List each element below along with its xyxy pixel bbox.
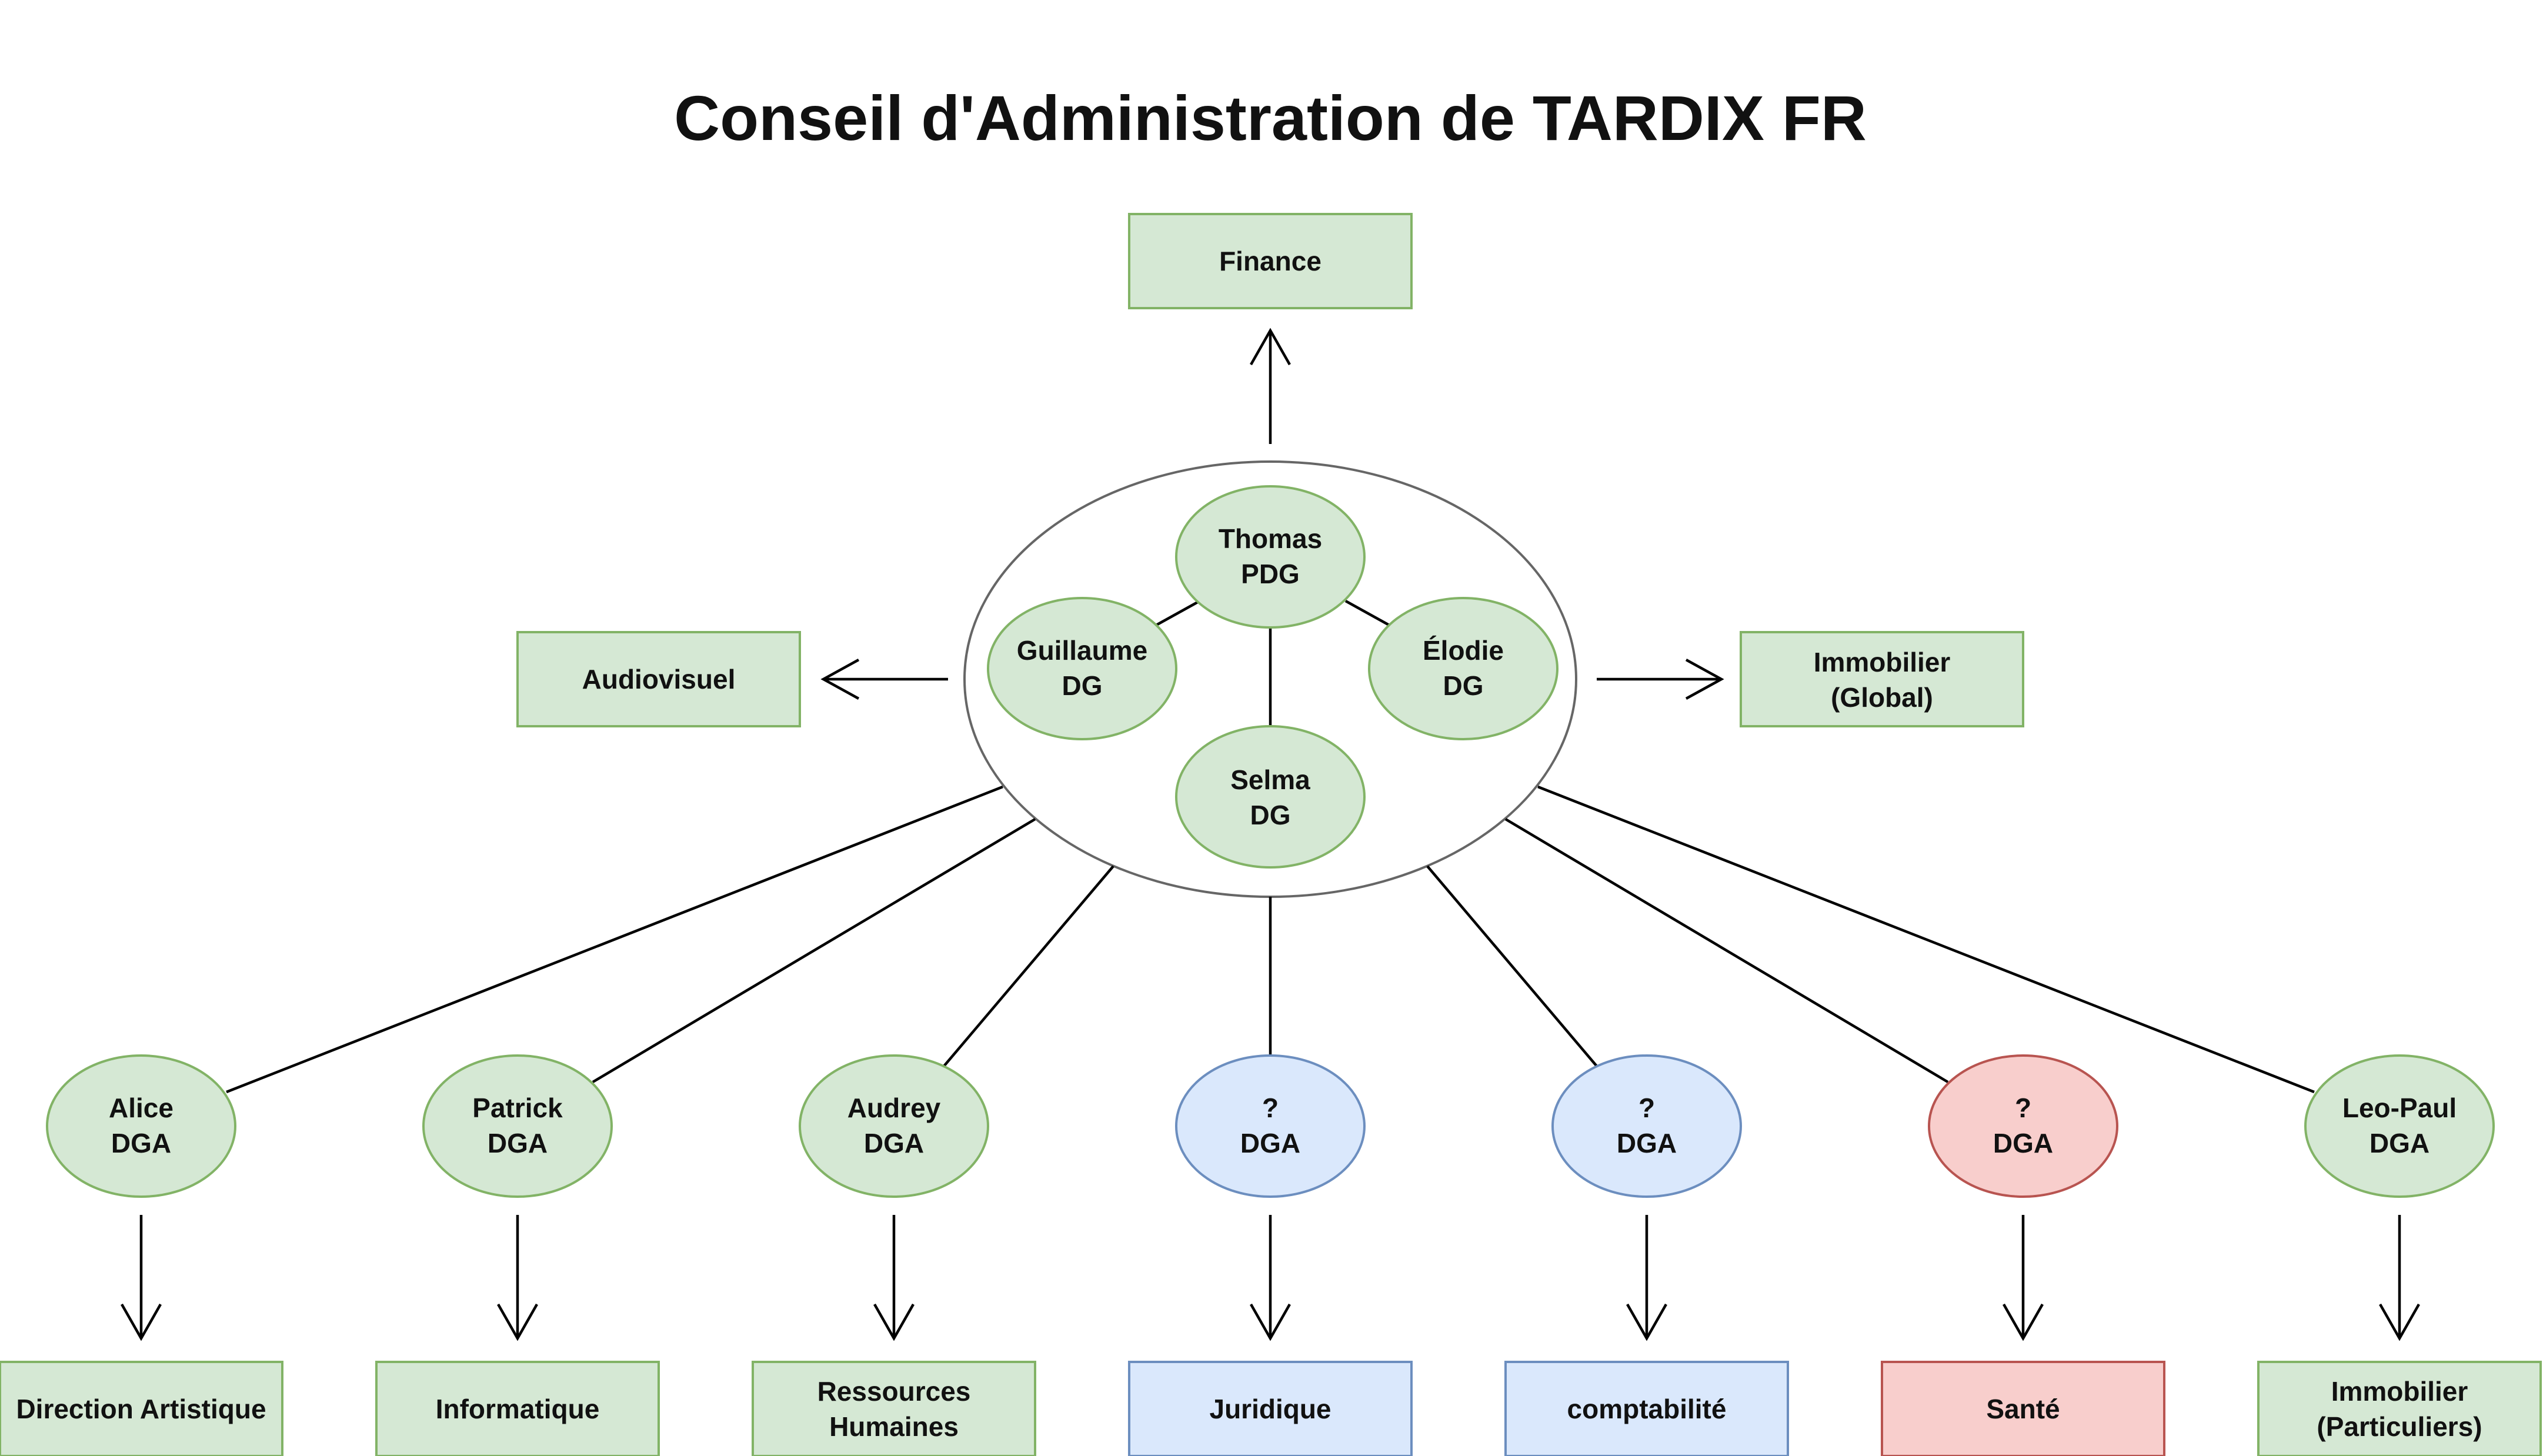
department-comptabilite: comptabilité: [1504, 1361, 1789, 1456]
deputy-5: ? DGA: [1551, 1054, 1742, 1198]
deputy-name: Alice: [109, 1093, 173, 1123]
department-immobilier-global: Immobilier (Global): [1740, 631, 2024, 727]
arrow-deputy-5-to-department: [1626, 1215, 1667, 1341]
department-finance: Finance: [1128, 213, 1413, 309]
deputy-4: ? DGA: [1175, 1054, 1366, 1198]
board-member-thomas: Thomas PDG: [1175, 485, 1366, 629]
department-label: Informatique: [436, 1394, 600, 1424]
deputy-name: Patrick: [472, 1093, 563, 1123]
department-label: Direction Artistique: [16, 1394, 266, 1424]
deputy-role: DGA: [2370, 1128, 2429, 1158]
department-immobilier-particuliers: Immobilier (Particuliers): [2257, 1361, 2542, 1456]
arrow-deputy-3-to-department: [873, 1215, 915, 1341]
board-member-guillaume: Guillaume DG: [987, 597, 1177, 740]
department-label: Ressources: [817, 1376, 971, 1407]
arrow-to-audiovisuel: [820, 659, 948, 700]
department-label: (Particuliers): [2317, 1411, 2482, 1442]
diagram-title: Conseil d'Administration de TARDIX FR: [674, 82, 1867, 153]
arrow-deputy-7-to-department: [2379, 1215, 2420, 1341]
department-label: comptabilité: [1567, 1394, 1727, 1424]
board-member-elodie: Élodie DG: [1368, 597, 1558, 740]
department-label: Santé: [1986, 1394, 2060, 1424]
deputy-name: Leo-Paul: [2342, 1093, 2457, 1123]
member-role: PDG: [1241, 559, 1300, 589]
arrow-deputy-4-to-department: [1250, 1215, 1291, 1341]
deputy-role: DGA: [1617, 1128, 1677, 1158]
arrow-deputy-2-to-department: [497, 1215, 538, 1341]
deputy-name: ?: [1262, 1093, 1279, 1123]
member-name: Élodie: [1423, 635, 1504, 666]
department-juridique: Juridique: [1128, 1361, 1413, 1456]
department-label: Immobilier: [2331, 1376, 2468, 1407]
deputy-role: DGA: [488, 1128, 548, 1158]
member-name: Selma: [1230, 764, 1310, 795]
board-to-deputy-edges: [226, 785, 2315, 1094]
arrow-to-finance: [1250, 328, 1291, 444]
department-label: Audiovisuel: [582, 664, 736, 694]
department-label: Humaines: [829, 1411, 959, 1442]
department-audiovisuel: Audiovisuel: [516, 631, 801, 727]
arrow-to-immobilier-global: [1597, 659, 1724, 700]
member-name: Guillaume: [1017, 635, 1147, 666]
department-label-line2: (Global): [1831, 682, 1933, 713]
department-direction-artistique: Direction Artistique: [0, 1361, 283, 1456]
deputy-role: DGA: [864, 1128, 924, 1158]
member-role: DG: [1443, 670, 1484, 701]
edge-thomas-guillaume: [1155, 600, 1201, 626]
department-label: Finance: [1219, 246, 1321, 276]
deputy-role: DGA: [1240, 1128, 1300, 1158]
arrow-deputy-6-to-department: [2003, 1215, 2044, 1341]
department-label: Juridique: [1209, 1394, 1331, 1424]
member-name: Thomas: [1219, 523, 1322, 554]
deputy-6: ? DGA: [1928, 1054, 2118, 1198]
department-label-line1: Immobilier: [1814, 647, 1951, 677]
deputy-name: ?: [2015, 1093, 2031, 1123]
deputy-role: DGA: [111, 1128, 171, 1158]
member-role: DG: [1062, 670, 1103, 701]
arrow-deputy-1-to-department: [121, 1215, 162, 1341]
board-member-selma: Selma DG: [1175, 725, 1366, 869]
department-sante: Santé: [1881, 1361, 2165, 1456]
deputy-name: Audrey: [847, 1093, 941, 1123]
edge-thomas-elodie: [1344, 600, 1390, 626]
deputy-role: DGA: [1993, 1128, 2053, 1158]
member-role: DG: [1250, 800, 1291, 830]
deputy-name: ?: [1638, 1093, 1655, 1123]
department-informatique: Informatique: [375, 1361, 660, 1456]
